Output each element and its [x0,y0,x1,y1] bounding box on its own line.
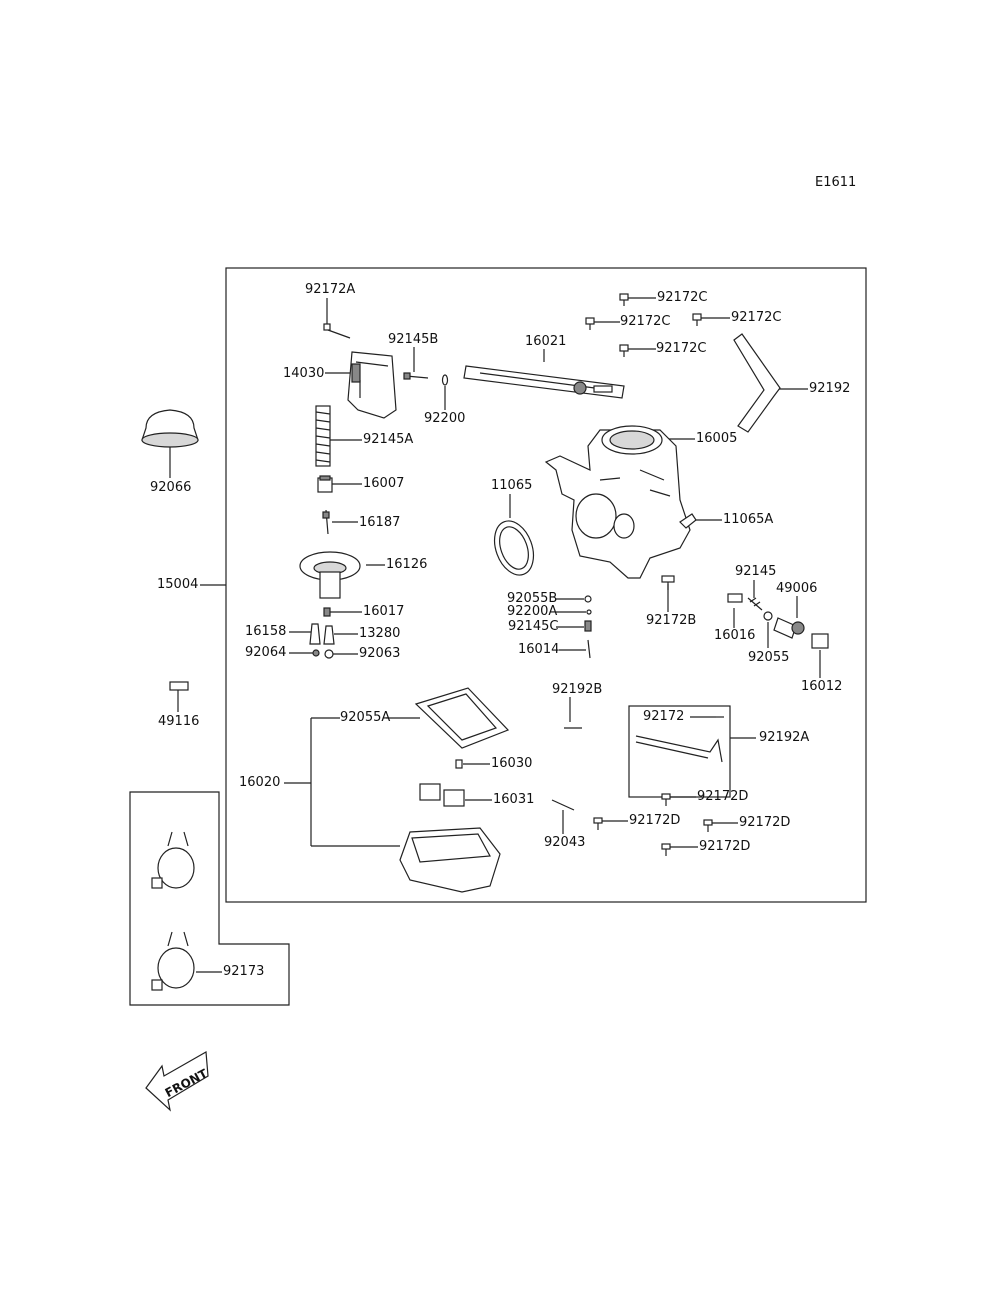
part-label-15004: 15004 [157,577,199,592]
part-screws-92172c [585,293,702,357]
part-gasket-11065 [493,520,535,576]
clamp-inset-frame [129,791,290,1006]
part-label-16020: 16020 [239,775,281,790]
part-label-13280: 13280 [359,626,401,641]
part-label-92200a: 92200A [507,604,558,619]
front-direction-arrow: FRONT [145,1051,210,1112]
part-label-92172a: 92172A [305,282,356,297]
part-label-16030: 16030 [491,756,533,771]
part-oring-92200 [441,374,449,386]
part-label-49116: 49116 [158,714,200,729]
part-label-92172d-2: 92172D [629,813,681,828]
part-carburetor-body-16005 [544,425,691,579]
part-fitting-49116 [169,681,189,691]
part-label-92172d-1: 92172D [697,789,749,804]
part-label-16005: 16005 [696,431,738,446]
part-holder-16007 [317,475,333,493]
part-cap-92066 [141,409,199,448]
part-pin-92145b [403,372,429,380]
part-spring-92145 [747,597,763,611]
part-label-92172b: 92172B [646,613,697,628]
part-jet-16017 [323,607,331,617]
part-float-16031 [419,783,465,807]
part-hose-92192 [733,333,781,433]
part-label-92172c-1: 92172C [657,290,708,305]
part-label-92172d-4: 92172D [699,839,751,854]
part-label-92055: 92055 [748,650,790,665]
part-fitting-11065a [679,513,697,529]
part-label-14030: 14030 [283,366,325,381]
part-oring-92064 [312,649,320,657]
part-label-16187: 16187 [359,515,401,530]
part-spring-92145a [315,405,331,467]
part-label-92172d-3: 92172D [739,815,791,830]
part-label-92145: 92145 [735,564,777,579]
leader-lines [169,297,821,973]
part-cover-14030 [347,351,397,419]
part-label-92043: 92043 [544,835,586,850]
part-diaphragm-16126 [299,551,361,599]
part-label-92055a: 92055A [340,710,391,725]
part-pin-92043 [551,799,575,811]
part-label-92145b: 92145B [388,332,439,347]
part-oring-92055 [763,611,773,621]
part-label-16017: 16017 [363,604,405,619]
part-gasket-92055a [414,687,510,749]
part-bracket-16021 [463,365,625,399]
part-label-16014: 16014 [518,642,560,657]
part-screw-92172b [661,575,675,590]
part-label-92145a: 92145A [363,432,414,447]
part-label-11065a: 11065A [723,512,774,527]
part-label-16158: 16158 [245,624,287,639]
part-label-16021: 16021 [525,334,567,349]
part-jet-16158 [309,623,321,645]
part-label-92064: 92064 [245,645,287,660]
part-label-92173: 92173 [223,964,265,979]
part-label-92192: 92192 [809,381,851,396]
part-label-16012: 16012 [801,679,843,694]
part-label-49006: 49006 [776,581,818,596]
part-screw-16030 [455,759,463,769]
part-cap-16012 [811,633,829,649]
part-label-92172: 92172 [643,709,685,724]
part-label-92055b: 92055B [507,591,558,606]
part-small-items-center [584,595,592,659]
part-plunger-49006 [773,617,805,639]
part-clamp-92173 [151,831,195,991]
part-label-92172c-3: 92172C [731,310,782,325]
part-hose-92192a [635,735,723,763]
part-needle-16187 [322,509,330,535]
part-screws-92172d [593,793,713,856]
part-screw-92172a [323,323,351,339]
part-label-11065: 11065 [491,478,533,493]
part-label-92200: 92200 [424,411,466,426]
part-label-92172c-2: 92172C [620,314,671,329]
part-label-16007: 16007 [363,476,405,491]
part-float-bowl-16020 [399,827,501,893]
diagram-code-label: E1611 [815,175,857,190]
part-label-92066: 92066 [150,480,192,495]
part-label-92063: 92063 [359,646,401,661]
part-label-16126: 16126 [386,557,428,572]
part-label-16031: 16031 [493,792,535,807]
part-label-92145c: 92145C [508,619,559,634]
part-label-92192a: 92192A [759,730,810,745]
part-oring-92063 [324,649,334,659]
part-jet-13280 [323,625,335,645]
part-label-92192b: 92192B [552,682,603,697]
part-label-92172c-4: 92172C [656,341,707,356]
part-screw-16016 [727,593,743,603]
part-label-16016: 16016 [714,628,756,643]
